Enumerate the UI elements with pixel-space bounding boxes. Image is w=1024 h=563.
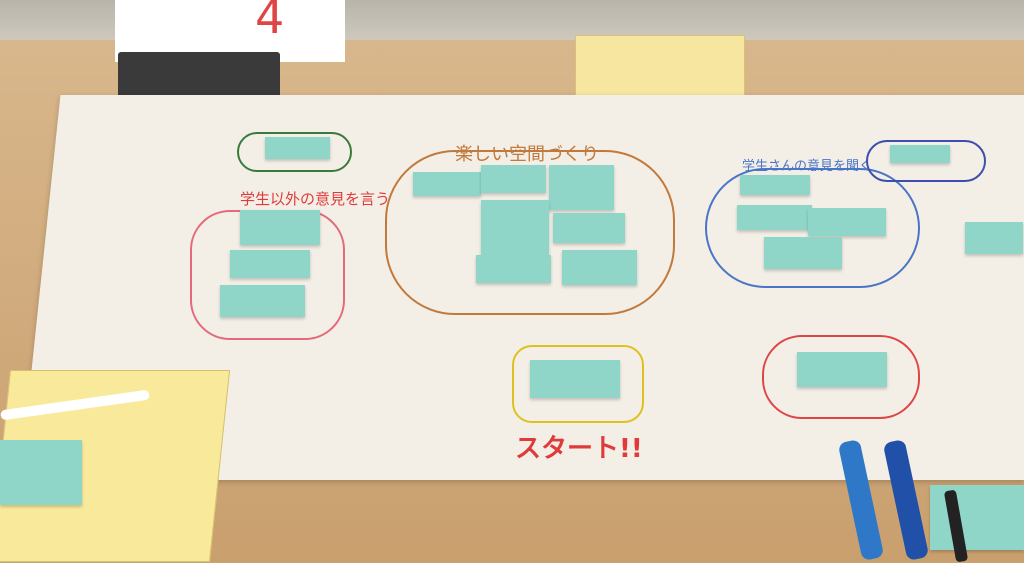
sticky-note <box>965 222 1023 254</box>
yellow-loop <box>512 345 644 423</box>
green-loop <box>237 132 352 172</box>
sticky-note-pad <box>0 440 82 505</box>
right-heading: 学生さんの意見を聞く <box>742 159 873 174</box>
sticky-note <box>808 208 886 236</box>
sticky-note <box>481 165 546 193</box>
sticky-note <box>240 210 320 245</box>
sticky-note <box>553 213 625 243</box>
sticky-note <box>549 165 614 210</box>
sticky-note <box>737 205 812 230</box>
blue-loop <box>705 168 920 288</box>
sticky-note <box>481 200 549 255</box>
sticky-note <box>740 175 810 195</box>
sticky-note <box>764 237 842 269</box>
sticky-note <box>413 172 481 196</box>
sticky-note <box>220 285 305 317</box>
sticky-note <box>265 137 330 159</box>
left-heading: 学生以外の意見を言う <box>240 190 391 208</box>
red-loop-bottom <box>762 335 920 419</box>
table-number-sign <box>115 0 345 62</box>
sticky-note <box>562 250 637 285</box>
sticky-note <box>530 360 620 398</box>
sticky-note <box>797 352 887 387</box>
center-heading: 楽しい空間づくり <box>455 144 599 165</box>
orange-loop <box>385 150 675 315</box>
blue-loop-small <box>866 140 986 182</box>
sticky-note <box>230 250 310 278</box>
sticky-note <box>476 255 551 283</box>
start-label: スタート!! <box>515 434 643 464</box>
table-number: 4 <box>255 0 285 44</box>
sticky-note <box>890 145 950 163</box>
